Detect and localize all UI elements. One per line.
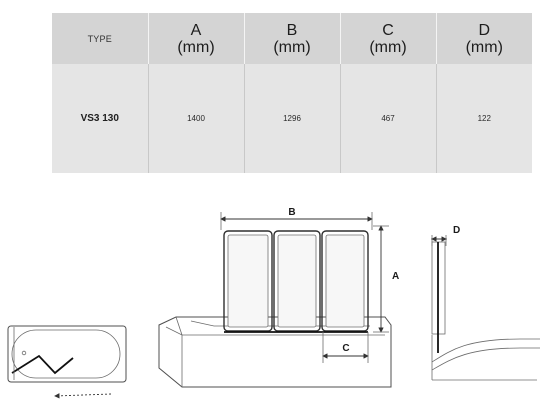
bathtub-front-outline bbox=[158, 316, 392, 388]
bathtub-side-inner-curve bbox=[431, 347, 540, 371]
value-b-cell: 1296 bbox=[243, 64, 340, 173]
column-unit-d: (mm) bbox=[465, 38, 503, 56]
opening-direction-arrow bbox=[54, 393, 112, 399]
drain-mark bbox=[21, 350, 27, 356]
column-letter-a: A bbox=[190, 21, 202, 39]
column-header-c: C (mm) bbox=[339, 13, 436, 64]
column-unit-a: (mm) bbox=[177, 38, 215, 56]
model-cell: VS3 130 bbox=[52, 64, 148, 173]
dimension-a-label: A bbox=[392, 271, 399, 282]
column-unit-c: (mm) bbox=[369, 38, 407, 56]
panel-left-frame bbox=[223, 230, 273, 332]
bathtub-side-curve bbox=[431, 338, 540, 363]
value-c-cell: 467 bbox=[339, 64, 436, 173]
dimension-d-label: D bbox=[453, 225, 460, 236]
panel-middle-glass bbox=[277, 234, 317, 328]
type-column-header: TYPE bbox=[52, 13, 148, 64]
bathtub-top-outline bbox=[7, 325, 127, 383]
column-letter-d: D bbox=[478, 21, 491, 39]
folding-panel-path bbox=[11, 354, 74, 375]
column-header-d: D (mm) bbox=[435, 13, 532, 64]
panel-middle-frame bbox=[273, 230, 321, 332]
spec-table: TYPE A (mm) B (mm) C (mm) D (mm) VS3 130… bbox=[52, 13, 532, 173]
panel-right-glass bbox=[325, 234, 365, 328]
bathtub-inner-edge bbox=[190, 320, 370, 327]
value-d-cell: 122 bbox=[435, 64, 532, 173]
technical-drawing: B A C D bbox=[7, 207, 540, 399]
panel-left-glass bbox=[227, 234, 269, 328]
value-a-cell: 1400 bbox=[147, 64, 244, 173]
spec-table-header-row: TYPE A (mm) B (mm) C (mm) D (mm) bbox=[52, 13, 532, 64]
column-header-a: A (mm) bbox=[147, 13, 244, 64]
column-letter-b: B bbox=[286, 21, 298, 39]
bathtub-basin-outline bbox=[11, 329, 121, 379]
top-view-diagram bbox=[7, 325, 127, 399]
side-view-diagram: D bbox=[431, 225, 540, 381]
dimension-b-label: B bbox=[288, 207, 295, 218]
column-unit-b: (mm) bbox=[273, 38, 311, 56]
front-view-diagram: B A C bbox=[158, 207, 399, 388]
table-row: VS3 130 1400 1296 467 122 bbox=[52, 64, 532, 173]
dimension-c-label: C bbox=[342, 343, 349, 354]
column-letter-c: C bbox=[382, 21, 394, 39]
bathtub-corner-line bbox=[175, 316, 183, 387]
column-header-b: B (mm) bbox=[243, 13, 340, 64]
panel-right-frame bbox=[321, 230, 369, 332]
